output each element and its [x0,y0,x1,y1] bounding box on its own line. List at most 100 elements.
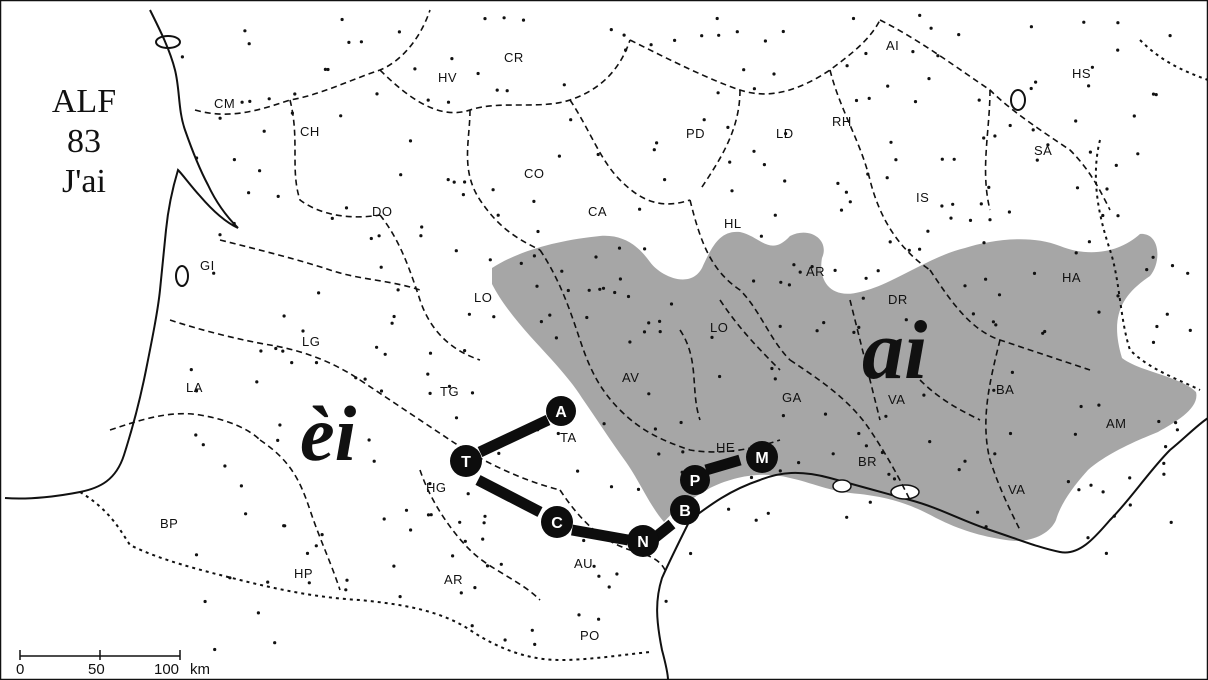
survey-point [1079,404,1083,409]
dept-label: AI [886,38,899,53]
survey-point [876,269,880,273]
survey-point [218,116,222,120]
survey-point [392,564,396,568]
department-borders [109,9,1111,601]
survey-point [864,51,868,56]
survey-point [239,484,243,488]
survey-point [282,524,286,528]
survey-point [681,450,685,454]
marker-t: T [450,445,482,477]
survey-point [669,302,674,306]
survey-point [228,576,232,580]
survey-point [752,279,756,283]
marker-c-label: C [551,515,563,532]
survey-point [259,349,263,353]
survey-point [762,163,767,167]
survey-point [1165,312,1169,316]
survey-point [390,321,394,325]
survey-point [521,18,526,22]
survey-point [854,98,859,103]
survey-point [778,324,782,328]
survey-point [1089,483,1093,487]
survey-point [653,427,658,431]
survey-point [759,234,764,238]
dept-label: VA [888,392,905,407]
survey-point [968,218,973,222]
survey-point [450,57,454,61]
survey-point [243,29,247,33]
survey-point [1010,370,1015,374]
survey-point [1088,150,1092,154]
dept-label: BA [996,382,1014,397]
survey-point [988,218,992,222]
survey-point [585,315,589,320]
survey-point [232,221,236,226]
survey-point [710,335,714,339]
survey-point [1174,421,1178,425]
survey-point [201,443,205,447]
dept-label: CO [524,166,545,181]
survey-point [195,156,199,160]
dept-label: BR [858,454,877,469]
survey-point [428,482,432,486]
survey-point [844,190,849,194]
survey-point [290,111,294,115]
survey-point [852,330,856,334]
survey-point [857,325,861,329]
survey-point [577,613,581,617]
survey-point [1169,520,1173,525]
survey-point [649,43,653,47]
survey-point [1035,158,1039,162]
dept-label: AU [574,556,593,571]
survey-point [982,241,986,245]
survey-point [1188,328,1192,332]
survey-point [1074,251,1078,255]
survey-point [984,525,988,529]
survey-point [194,553,199,557]
survey-point [377,234,381,238]
survey-point [864,276,868,280]
survey-point [248,99,252,103]
survey-point [836,181,840,185]
survey-point [1162,472,1166,476]
survey-point [532,254,537,258]
survey-point [868,500,872,504]
survey-point [940,157,944,161]
survey-point [1154,93,1158,97]
survey-point [1128,476,1132,480]
survey-point [1075,186,1080,190]
survey-point [502,16,506,20]
survey-point [470,624,474,628]
survey-point [742,68,746,72]
survey-point [848,200,852,204]
survey-point [1101,490,1105,494]
survey-point [218,233,222,237]
survey-point [396,288,400,292]
survey-point [887,472,891,476]
survey-point [592,564,596,568]
survey-point [602,422,606,426]
dept-label: CH [300,124,320,139]
survey-point [647,392,651,396]
survey-point [454,249,458,253]
survey-point [426,98,430,102]
survey-point [597,574,601,578]
survey-point [363,377,367,381]
dept-label: AV [622,370,639,385]
survey-point [557,154,562,158]
dept-label: LG [302,334,320,349]
survey-point [892,477,897,481]
survey-point [613,290,617,295]
survey-point [773,213,777,217]
survey-point [408,139,413,143]
marker-p-label: P [690,473,701,490]
survey-point [957,33,961,37]
survey-point [354,376,358,380]
survey-point [428,351,433,355]
survey-point [918,247,922,251]
survey-point [991,320,996,324]
survey-point [483,514,487,518]
marker-t-label: T [461,454,471,471]
survey-point [483,17,487,21]
survey-point [576,469,580,473]
